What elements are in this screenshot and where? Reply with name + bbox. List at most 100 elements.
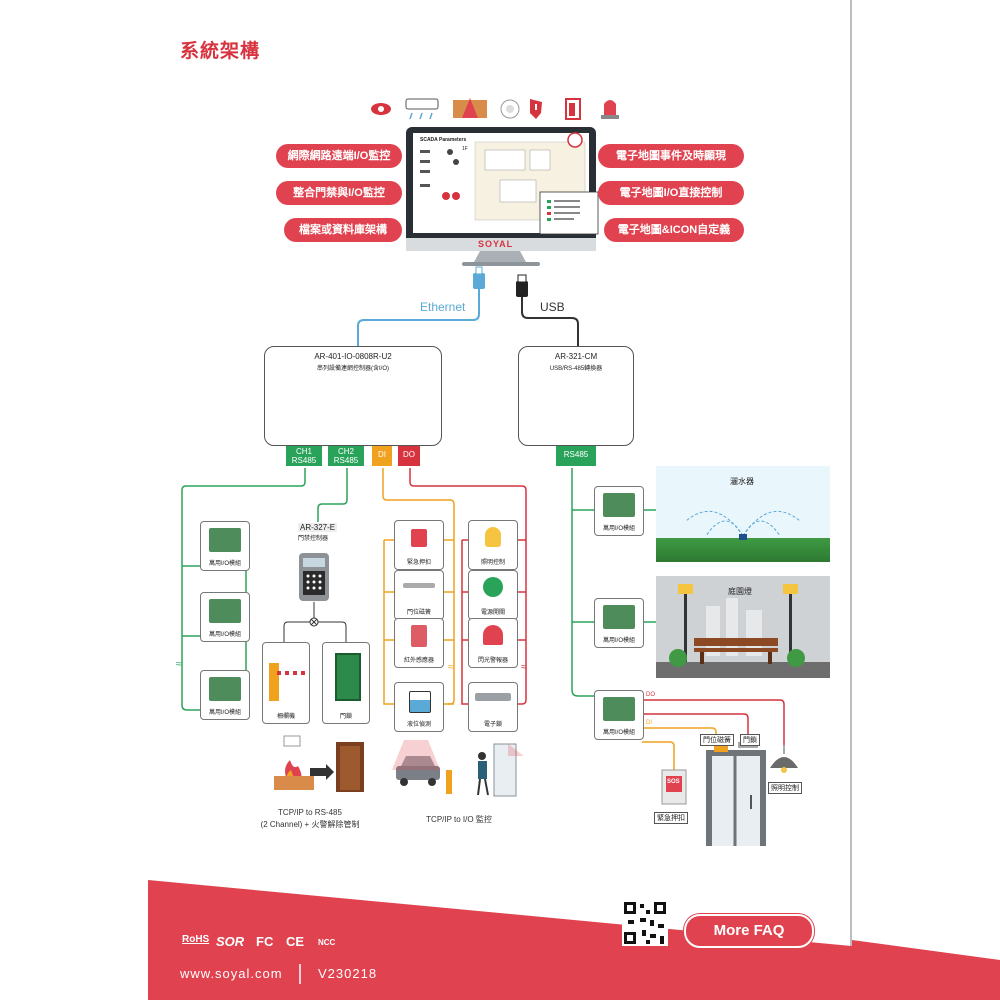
sor-logo: SOR xyxy=(216,934,245,949)
screen-floor: 1F xyxy=(462,146,468,152)
sprinkler-scene: 灑水器 xyxy=(656,466,830,562)
feature-emap-events: 電子地圖事件及時顯現 xyxy=(598,144,744,168)
converter-box: AR-321-CM USB/RS-485轉換器 xyxy=(518,346,634,446)
door-lock-device-label: 門鎖 xyxy=(740,734,760,746)
io-module-label: 萬用I/O模組 xyxy=(208,632,241,638)
io-module-card: 萬用I/O模組 xyxy=(594,690,644,740)
di-line-label: DI xyxy=(646,720,652,726)
io-module-card: 萬用I/O模組 xyxy=(200,592,250,642)
feature-emap-icon-custom: 電子地圖&ICON自定義 xyxy=(604,218,744,242)
caption-left-line2: (2 Channel) + 火警解除管制 xyxy=(260,820,360,829)
glass-door-image xyxy=(706,742,766,846)
more-faq-button[interactable]: More FAQ xyxy=(684,914,814,948)
emergency-button-icon xyxy=(411,529,427,547)
qr-code-image xyxy=(622,900,668,946)
io-module-label: 萬用I/O模組 xyxy=(602,526,635,532)
di-item-card: 緊急押扣 xyxy=(394,520,444,570)
electric-lock-icon xyxy=(475,693,511,701)
page-title: 系統架構 xyxy=(180,41,261,62)
do-item-card: 閃光警報器 xyxy=(468,618,518,668)
controller-box: AR-401-IO-0808R-U2 串列設備連網控制器(含I/O) xyxy=(264,346,442,446)
di-item-label: 紅外感應器 xyxy=(403,658,434,664)
door-controller-desc: 門禁控制器 xyxy=(298,536,329,542)
do-item-label: 閃光警報器 xyxy=(477,658,508,664)
garden-lamp-label: 庭園燈 xyxy=(728,587,752,596)
do-item-card: 電子鎖 xyxy=(468,682,518,732)
eye-icon xyxy=(371,103,391,115)
rohs-logo: RoHS xyxy=(182,934,210,945)
smoke-detector-icon xyxy=(500,99,520,119)
document-version: V230218 xyxy=(318,966,378,981)
ce-logo: CE xyxy=(286,934,305,949)
door-lock-card: 門鎖 xyxy=(322,642,370,724)
do-item-card: 照明控制 xyxy=(468,520,518,570)
port-ch2: CH2 RS485 xyxy=(328,446,364,466)
io-module-image xyxy=(209,528,241,552)
io-module-label: 萬用I/O模組 xyxy=(602,730,635,736)
usb-label: USB xyxy=(540,300,565,314)
ncc-logo: NCC xyxy=(318,938,336,947)
liquid-level-icon xyxy=(409,691,431,713)
feature-access-io: 整合門禁與I/O監控 xyxy=(276,181,402,205)
barrier-gate-label: 柵欄機 xyxy=(276,714,295,720)
io-module-image xyxy=(603,605,635,629)
caption-left-line1: TCP/IP to RS-485 xyxy=(278,808,342,817)
feature-remote-io: 網際網路遠端I/O監控 xyxy=(276,144,402,168)
di-item-card: 紅外感應器 xyxy=(394,618,444,668)
controller-desc: 串列設備連網控制器(含I/O) xyxy=(317,366,389,372)
do-line-label: DO xyxy=(646,692,655,698)
port-ch1-name: CH1 xyxy=(295,447,312,456)
io-module-label: 萬用I/O模組 xyxy=(602,638,635,644)
port-ch2-name: CH2 xyxy=(337,447,354,456)
shield-alarm-icon xyxy=(530,99,542,119)
fire-icon xyxy=(453,98,487,118)
feature-emap-io-control: 電子地圖I/O直接控制 xyxy=(598,181,744,205)
infrared-sensor-icon xyxy=(411,625,427,647)
io-module-card: 萬用I/O模組 xyxy=(594,486,644,536)
power-switch-icon xyxy=(483,577,503,597)
emergency-device-label: 緊急押扣 xyxy=(654,812,688,824)
screen-title: SCADA Parameters xyxy=(420,137,467,143)
do-item-label: 照明控制 xyxy=(480,560,505,566)
light-bulb-icon xyxy=(485,527,501,547)
port-do-name: DO xyxy=(403,450,415,459)
svg-text:≈: ≈ xyxy=(176,659,182,670)
io-module-image xyxy=(209,677,241,701)
di-item-label: 緊急押扣 xyxy=(406,560,431,566)
io-module-image xyxy=(603,697,635,721)
io-module-label: 萬用I/O模組 xyxy=(208,710,241,716)
garden-lamp-scene: 庭園燈 xyxy=(656,576,830,678)
port-di: DI xyxy=(372,446,392,466)
feature-database: 檔案或資料庫架構 xyxy=(284,218,402,242)
barrier-arm-image xyxy=(277,671,305,675)
do-item-card: 電源開關 xyxy=(468,570,518,620)
door-controller-model: AR-327-E xyxy=(298,523,338,532)
svg-text:≈: ≈ xyxy=(521,662,527,673)
monitor xyxy=(406,127,599,266)
air-conditioner-icon xyxy=(405,98,439,120)
lighting-device-label: 照明控制 xyxy=(768,782,802,794)
port-do: DO xyxy=(398,446,420,466)
port-ch1: CH1 RS485 xyxy=(286,446,322,466)
website-url[interactable]: www.soyal.com xyxy=(180,966,283,981)
ethernet-label: Ethernet xyxy=(420,300,466,314)
flash-alarm-icon xyxy=(483,625,503,645)
converter-model: AR-321-CM xyxy=(554,352,598,361)
di-item-label: 液位偵測 xyxy=(406,722,431,728)
exit-door-icon xyxy=(565,98,581,120)
io-module-card: 萬用I/O模組 xyxy=(594,598,644,648)
io-module-card: 萬用I/O模組 xyxy=(200,670,250,720)
monitor-brand: SOYAL xyxy=(478,239,514,249)
door-controller-keypad-image xyxy=(299,553,329,601)
port-converter-rs485: RS485 xyxy=(556,446,596,466)
io-module-label: 萬用I/O模組 xyxy=(208,561,241,567)
controller-model: AR-401-IO-0808R-U2 xyxy=(314,352,392,361)
ceiling-lamp-image xyxy=(770,745,798,773)
port-ch2-type: RS485 xyxy=(333,456,359,465)
di-item-label: 門位磁簧 xyxy=(406,610,431,616)
fcc-logo: FC xyxy=(256,934,274,949)
barrier-gate-card: 柵欄機 xyxy=(262,642,310,724)
door-image xyxy=(335,653,361,701)
